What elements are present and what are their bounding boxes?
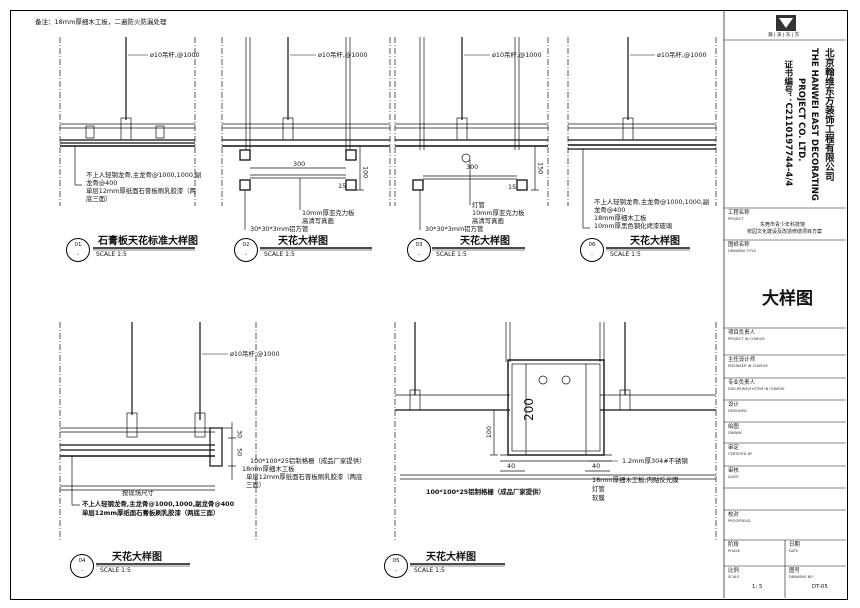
d06-label-b: 龙骨@400 <box>594 206 626 214</box>
d05-dim-100: 100 <box>485 426 493 439</box>
d03-dim-height: 150 <box>536 162 545 175</box>
d02-dim-height: 100 <box>361 166 370 179</box>
detail-bubble-05: 05- <box>384 554 408 578</box>
d01-label-a: 不上人轻钢龙骨,主龙骨@1000,1000,副 <box>86 171 202 179</box>
d01-label-b: 龙骨@400 <box>86 179 118 187</box>
detail-06-drawing <box>567 37 717 229</box>
d06-rod-label: ø10吊杆,@1000 <box>657 51 707 59</box>
d05-dim-200: 200 <box>522 398 536 421</box>
drawing-number-label-en: DRAWING NO <box>789 575 814 579</box>
license-number: 证书编号：C2110197744-4/4 <box>782 60 793 187</box>
company-name-en-1: THE HANWEI EAST DECORATING <box>808 48 819 201</box>
detail-05-drawing <box>394 322 717 540</box>
drawing-number-value: DT-05 <box>812 584 828 590</box>
drawing-title: 大样图 <box>762 289 813 309</box>
drawing-number-label: 图号 <box>789 568 800 574</box>
d03-label-b: 10mm厚亚克力板 <box>472 209 525 217</box>
d01-label-c: 单层12mm厚纸面石膏板刷乳胶漆（两 <box>86 187 197 195</box>
company-name-cn: 北京翰维东方装饰工程有限公司 <box>822 48 834 181</box>
d05-dim-40-right: 40 <box>592 462 601 470</box>
d04-dim-30: 30 <box>235 430 244 439</box>
phase-label-en: PHASE <box>728 549 740 553</box>
d04-label-c: 单层12mm厚纸面石膏板刷乳胶漆（两底 <box>246 473 363 481</box>
d04-rod-label: ø10吊杆,@1000 <box>230 350 280 358</box>
detail-bubble-02: 02- <box>234 238 258 262</box>
project-label: 工程名称 <box>728 210 750 216</box>
project-name-1: 东莞市青少年科技馆 <box>760 222 806 228</box>
scale-label-en: SCALE <box>728 575 740 579</box>
date-label-en: DATE <box>789 549 799 553</box>
drawing-title-label-en: DRAWING TITLE <box>728 249 757 253</box>
d04-label-d: 三面） <box>246 481 266 489</box>
logo-mark-icon <box>776 15 796 31</box>
detail-04-drawing <box>59 322 257 540</box>
project-name-2: 校园文化建设及改造修缮项目方案 <box>747 229 823 235</box>
d04-label-a: 100*100*25铝制格栅（成品厂家提供） <box>250 457 366 465</box>
d02-rod-label: ø10吊杆,@1000 <box>318 51 368 59</box>
logo-text: 瀚 | 溪 | 东 | 方 <box>768 33 800 38</box>
d01-label-d: 底三面） <box>86 195 112 203</box>
d03-label-c: 高清写真画 <box>472 217 504 225</box>
project-label-en: PROJECT <box>728 217 744 221</box>
d03-label-d: 30*30*3mm铝方管 <box>425 225 484 233</box>
d02-label-b: 高清写真画 <box>302 217 334 225</box>
d06-label-d: 10mm厚黑色钢化烤漆玻璃 <box>594 222 673 230</box>
detail-bubble-04: 04- <box>70 554 94 578</box>
detail-02-drawing <box>221 37 391 230</box>
company-name-en-2: PROJECT CO. LTD. <box>795 78 806 162</box>
d02-label-c: 30*30*3mm铝方管 <box>250 225 309 233</box>
d02-dim-width: 300 <box>293 160 306 168</box>
company-logo: 瀚 | 溪 | 东 | 方 <box>768 15 804 39</box>
d04-label-e: 按现场尺寸 <box>122 489 154 497</box>
detail-03-drawing <box>394 37 549 230</box>
d05-label-c: 灯管 <box>592 485 605 493</box>
detail-bubble-03: 03- <box>407 238 431 262</box>
d02-label-a: 10mm厚亚克力板 <box>302 209 355 217</box>
d03-rod-label: ø10吊杆,@1000 <box>492 51 542 59</box>
d04-label-f: 不上人轻钢龙骨,主龙骨@1000,1000,副龙骨@400 <box>82 500 235 508</box>
d02-dim-small: 15 <box>338 182 347 190</box>
sheet-frame <box>10 10 848 600</box>
detail-bubble-01: 01- <box>66 238 90 262</box>
d05-label-e: 100*100*25铝制格栅（成品厂家提供） <box>426 488 545 496</box>
d05-label-b: 18mm厚细木工板,内贴反光膜 <box>592 476 679 484</box>
d03-label-a: 灯管 <box>472 201 485 209</box>
detail-bubble-06: 06- <box>580 238 604 262</box>
general-note: 备注：18mm厚细木工板，二遍防火防漏处理 <box>35 18 167 26</box>
d03-dim-width: 300 <box>466 163 479 171</box>
d04-label-g: 单层12mm厚纸面石膏板刷乳胶漆（两底三面） <box>82 509 220 517</box>
d05-dim-40-left: 40 <box>507 462 516 470</box>
date-label: 日期 <box>789 542 800 548</box>
d06-label-a: 不上人轻钢龙骨,主龙骨@1000,1000,副 <box>594 198 710 206</box>
d01-rod-label: ø10吊杆,@1000 <box>150 51 200 59</box>
d04-dim-50: 50 <box>235 448 244 457</box>
d04-label-b: 18mm厚细木工板 <box>242 465 295 473</box>
d03-dim-small: 15 <box>508 183 517 191</box>
d06-label-c: 18mm厚细木工板 <box>594 214 647 222</box>
drawing-title-label: 图纸名称 <box>728 242 750 248</box>
d05-label-d: 软膜 <box>592 494 605 502</box>
detail-01-drawing <box>59 37 196 206</box>
d05-label-a: 1.2mm厚304#不锈钢 <box>622 457 688 465</box>
scale-value: 1: 5 <box>752 584 763 590</box>
phase-label: 阶段 <box>728 542 739 548</box>
scale-label: 比例 <box>728 568 739 574</box>
